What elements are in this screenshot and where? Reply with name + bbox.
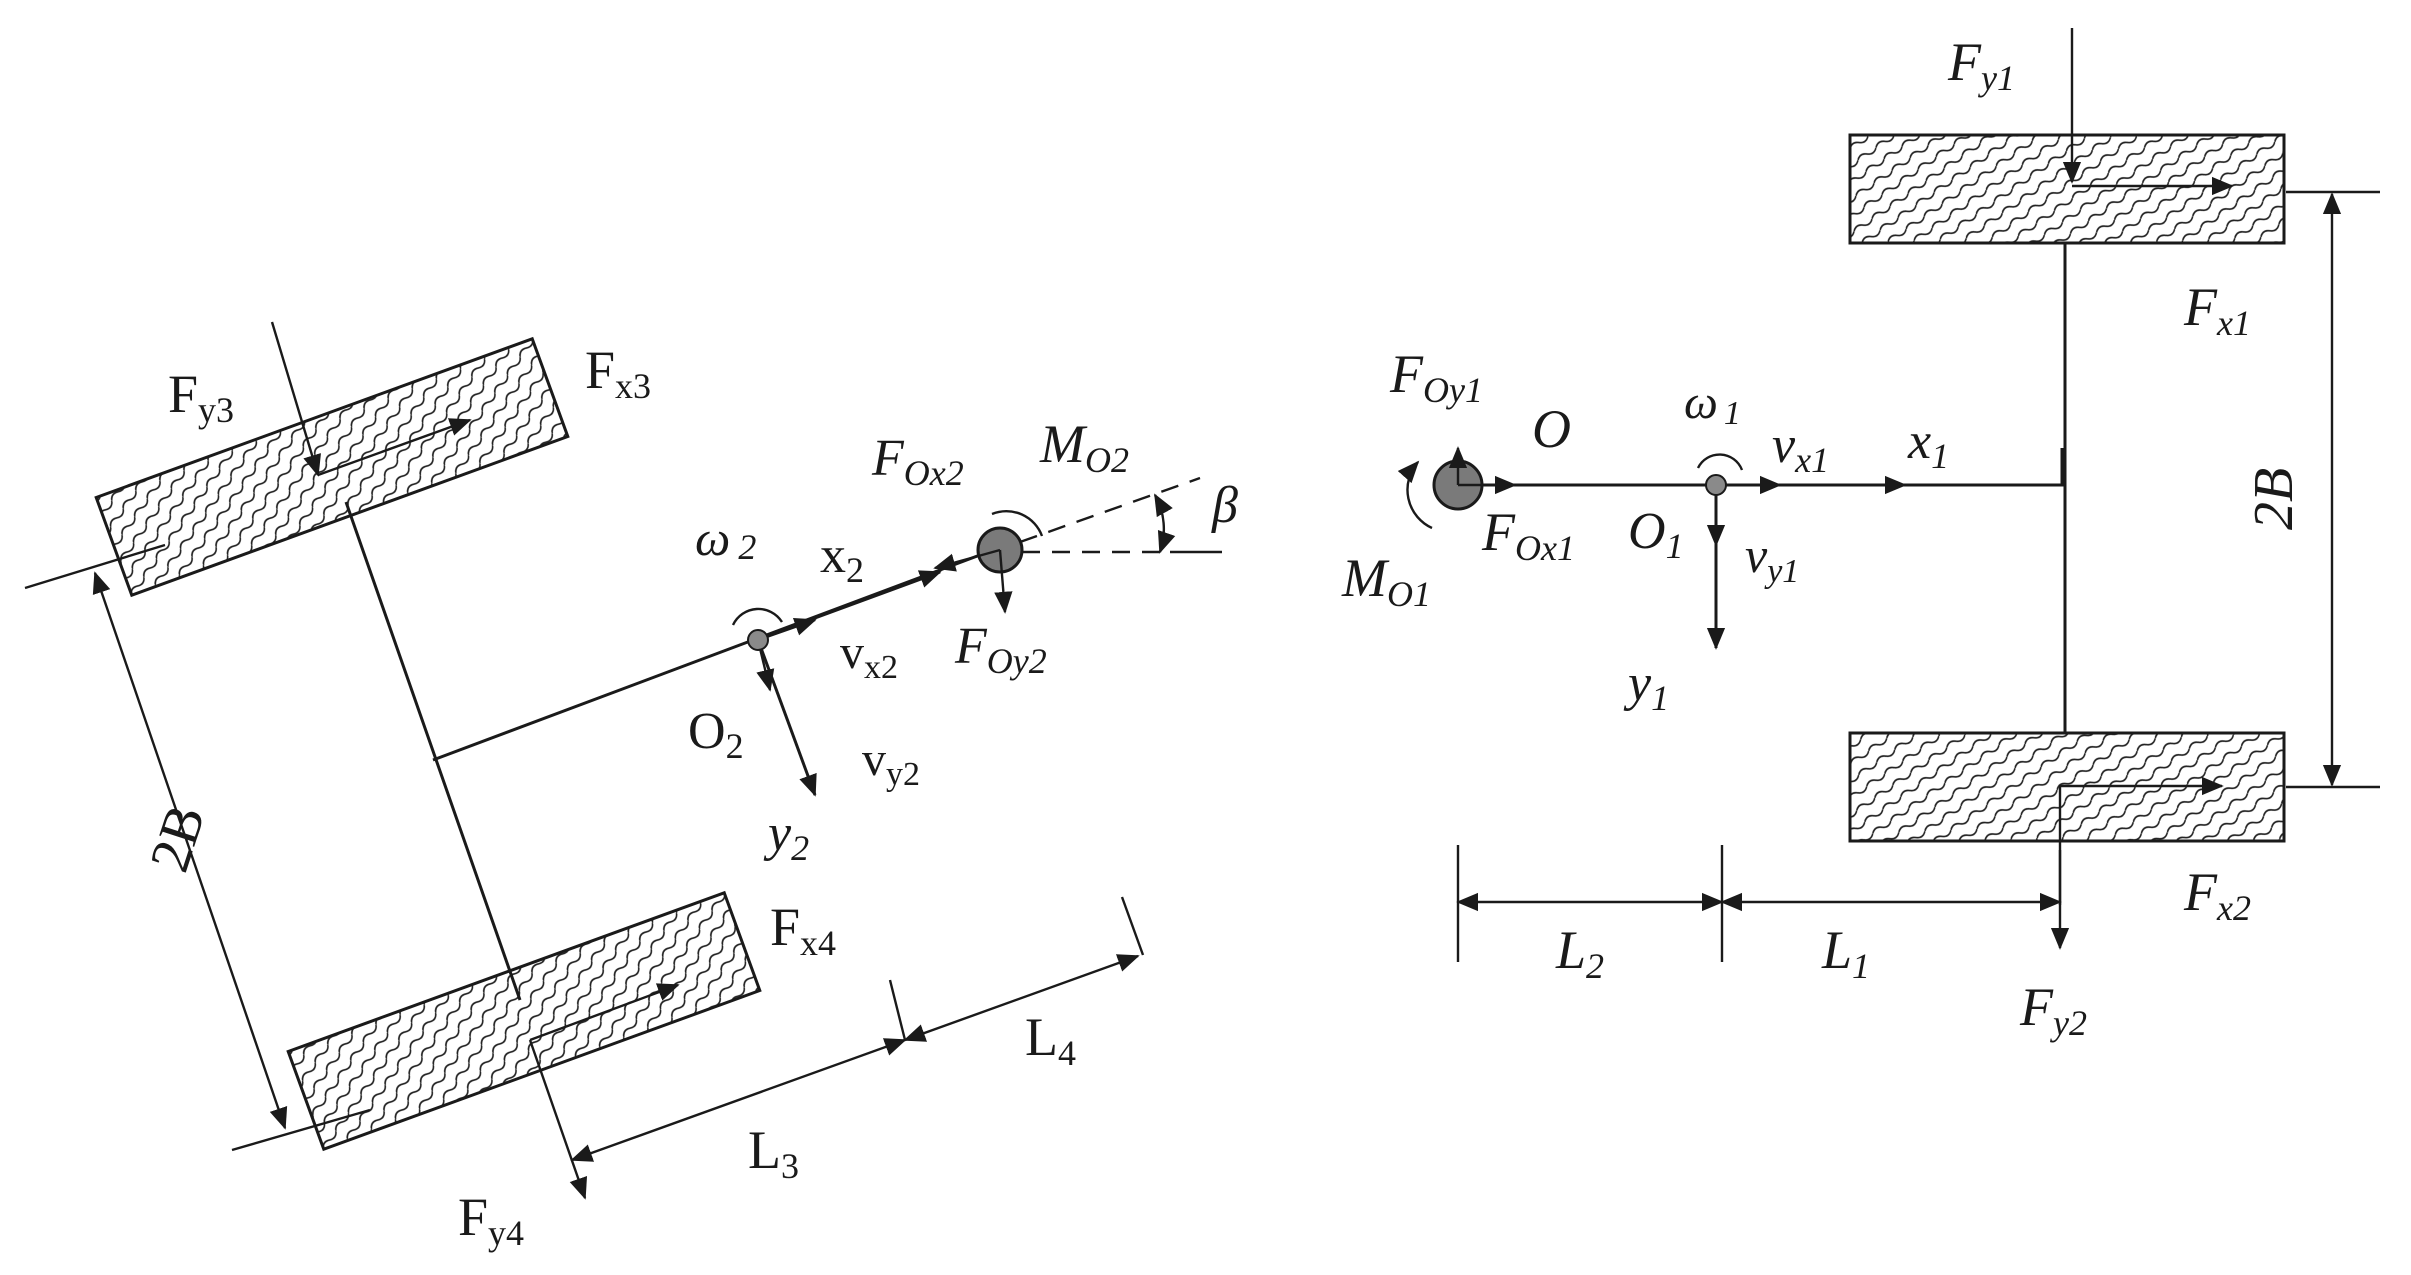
label-fy2: Fy2 — [2019, 977, 2087, 1043]
label-o1: O1 — [1628, 503, 1684, 566]
mo2-arc — [991, 509, 1044, 537]
label-fx3: Fx3 — [585, 340, 651, 406]
force-fy3-arrow — [270, 321, 321, 477]
label-fx4: Fx4 — [770, 897, 836, 963]
wheel-3 — [94, 336, 570, 598]
label-2b-right: 2B — [2243, 468, 2305, 530]
label-mo1: MO1 — [1341, 548, 1431, 614]
force-fx3-arrow — [317, 418, 472, 477]
label-l3: L3 — [748, 1120, 799, 1186]
trailer-centerline — [432, 550, 989, 762]
wheel-4 — [286, 890, 762, 1152]
o2-center-point — [747, 629, 769, 651]
extension-line — [231, 1108, 371, 1152]
force-fox2-arrow — [933, 548, 1001, 572]
dimension-l4 — [903, 954, 1140, 1042]
label-vx2: vx2 — [840, 626, 898, 686]
label-x1: x1 — [1907, 413, 1949, 476]
force-foy2-arrow — [994, 549, 1013, 614]
label-y2: y2 — [763, 805, 809, 868]
label-fy4: Fy4 — [458, 1187, 524, 1253]
label-fy3: Fy3 — [168, 364, 234, 430]
label-l4: L4 — [1025, 1007, 1076, 1073]
label-fx2: Fx2 — [2183, 862, 2251, 928]
label-l1: L1 — [1821, 920, 1870, 986]
force-fy4-arrow — [528, 1039, 588, 1200]
label-o: O — [1532, 399, 1571, 459]
rear-axle-line — [344, 501, 522, 1001]
label-vy1: vy1 — [1745, 527, 1799, 590]
label-fox2: FOx2 — [871, 430, 964, 493]
label-o2: O2 — [688, 703, 744, 766]
extension-line — [24, 543, 166, 590]
label-mo2: MO2 — [1039, 414, 1129, 480]
omega1-arc — [1696, 453, 1744, 471]
dimension-tick — [888, 979, 907, 1041]
label-fox1: FOx1 — [1481, 502, 1575, 568]
label-foy1: FOy1 — [1389, 344, 1483, 410]
dimension-2b-left — [92, 571, 288, 1130]
beta-angle-arc — [1153, 493, 1176, 554]
label-fy1: Fy1 — [1947, 32, 2015, 98]
label-vy2: vy2 — [862, 733, 920, 793]
wheel-1 — [1848, 133, 2286, 245]
omega2-arc — [731, 607, 784, 626]
dimension-tick — [1120, 896, 1145, 956]
dimension-l3 — [570, 1038, 907, 1162]
label-l2: L2 — [1555, 920, 1604, 986]
label-fx1: Fx1 — [2183, 277, 2251, 343]
o1-center-point — [1705, 474, 1727, 496]
label-y1: y1 — [1623, 655, 1669, 718]
label-x2: x2 — [820, 527, 864, 590]
label-foy2: FOy2 — [954, 618, 1047, 681]
x2-axis-arrow — [754, 570, 942, 642]
label-vx1: vx1 — [1772, 417, 1829, 480]
mo1-arc — [1397, 460, 1433, 530]
force-fx4-arrow — [529, 983, 680, 1042]
label-2b-left: 2B — [138, 798, 217, 879]
label-beta: β — [1211, 477, 1238, 534]
y2-axis-arrow — [756, 639, 817, 797]
beta-dashed-line — [1019, 476, 1201, 544]
